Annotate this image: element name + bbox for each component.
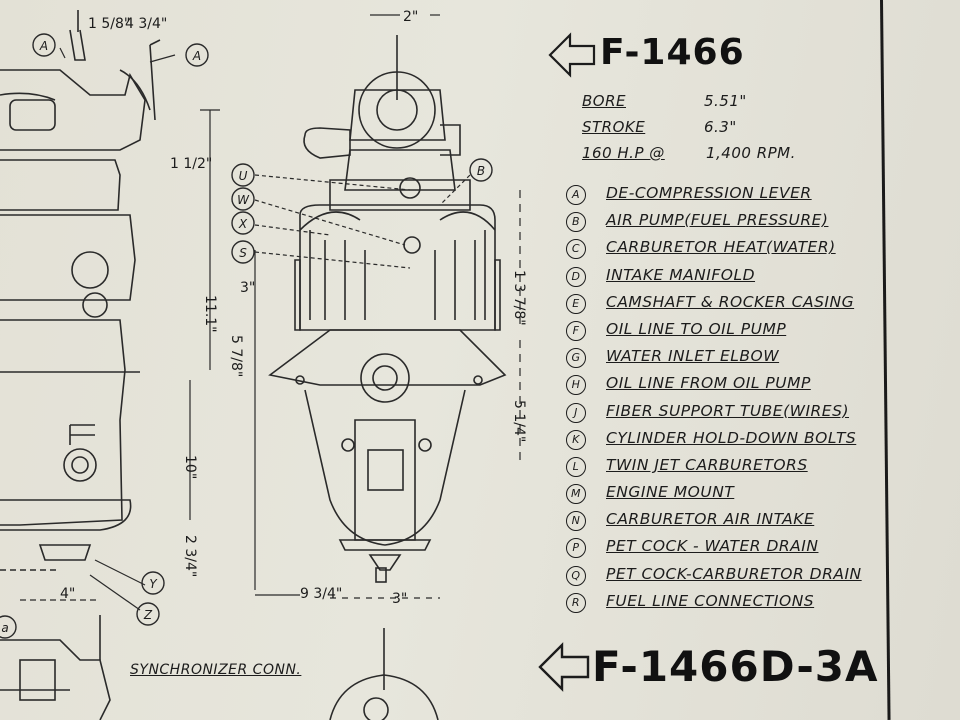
legend-letter-badge: R [566, 592, 586, 613]
callout-u: U [239, 169, 248, 183]
legend-item: B AIR PUMP(FUEL PRESSURE) [566, 210, 886, 237]
legend-text: OIL LINE FROM OIL PUMP [606, 374, 811, 393]
parts-legend: A DE-COMPRESSION LEVER B AIR PUMP(FUEL PRES… [566, 183, 886, 618]
dim-right-upper: 1 3 7/8" [511, 270, 527, 326]
legend-letter-badge: A [566, 185, 586, 205]
callout-b: B [477, 164, 485, 178]
dim-top-width: 2" [403, 9, 418, 25]
arrow-left-icon [538, 642, 590, 692]
legend-item: L TWIN JET CARBURETORS [566, 455, 886, 482]
legend-item: G WATER INLET ELBOW [566, 346, 886, 373]
dim-mid-3: 3" [240, 280, 255, 296]
callout-s: S [239, 246, 247, 260]
legend-text: WATER INLET ELBOW [606, 347, 780, 366]
dim-height-lower: 10" [182, 455, 198, 479]
callout-circles [0, 33, 493, 639]
legend-letter-badge: H [566, 375, 586, 396]
legend-item: M ENGINE MOUNT [566, 482, 886, 509]
legend-item: J FIBER SUPPORT TUBE(WIRES) [566, 401, 886, 428]
callout-w: W [237, 193, 250, 207]
legend-text: PET COCK - WATER DRAIN [606, 537, 819, 556]
legend-text: FUEL LINE CONNECTIONS [606, 591, 815, 610]
legend-item: H OIL LINE FROM OIL PUMP [566, 373, 886, 400]
drawing-number-bottom: F-1466D-3A [592, 642, 879, 691]
legend-item: N CARBURETOR AIR INTAKE [566, 509, 886, 536]
synchronizer-label: SYNCHRONIZER CONN. [130, 662, 302, 678]
spec-value: 1,400 RPM. [706, 144, 796, 162]
legend-letter-badge: L [566, 456, 586, 477]
legend-item: K CYLINDER HOLD-DOWN BOLTS [566, 428, 886, 455]
spec-label: BORE [582, 92, 626, 110]
spec-row-power: 160 H.P @ 1,400 RPM. [582, 144, 832, 170]
legend-text: CYLINDER HOLD-DOWN BOLTS [606, 428, 857, 447]
spec-table: BORE 5.51" STROKE 6.3" 160 H.P @ 1,400 R… [582, 92, 832, 170]
legend-letter-badge: P [566, 538, 586, 559]
spec-label: STROKE [582, 118, 646, 136]
legend-text: FIBER SUPPORT TUBE(WIRES) [606, 401, 849, 420]
legend-letter-badge: N [566, 511, 586, 532]
dim-left-c: 1 1/2" [170, 156, 212, 172]
spec-value: 5.51" [704, 92, 747, 110]
legend-text: CARBURETOR AIR INTAKE [606, 510, 815, 529]
dim-left-b: 4 3/4" [125, 16, 167, 32]
spec-label: 160 H.P @ [582, 144, 665, 162]
legend-letter-badge: M [566, 484, 586, 505]
legend-item: R FUEL LINE CONNECTIONS [566, 591, 886, 618]
dim-left-a: 1 5/8" [88, 16, 130, 32]
legend-text: CARBURETOR HEAT(WATER) [606, 238, 836, 257]
callout-a-right: A [192, 49, 201, 63]
dim-bottom-3: 3" [392, 591, 407, 607]
legend-letter-badge: B [566, 212, 586, 233]
legend-text: TWIN JET CARBURETORS [606, 455, 808, 474]
legend-item: D INTAKE MANIFOLD [566, 265, 886, 292]
legend-item: Q PET COCK-CARBURETOR DRAIN [566, 564, 886, 591]
dim-mid-5-7-8: 5 7/8" [228, 335, 244, 377]
legend-letter-badge: D [566, 266, 586, 287]
legend-letter-badge: G [566, 348, 586, 369]
legend-text: DE-COMPRESSION LEVER [606, 184, 812, 202]
dim-height-total: 11.1" [202, 295, 218, 333]
dim-left-bottom: 4" [60, 586, 75, 602]
legend-letter-badge: Q [566, 565, 586, 586]
side-view-engine [0, 10, 161, 720]
legend-item: F OIL LINE TO OIL PUMP [566, 319, 886, 346]
callout-x: X [238, 217, 248, 231]
legend-letter-badge: F [566, 320, 586, 341]
legend-text: OIL LINE TO OIL PUMP [606, 319, 787, 338]
dim-base: 2 3/4" [182, 535, 198, 577]
legend-text: AIR PUMP(FUEL PRESSURE) [606, 211, 829, 230]
spec-value: 6.3" [704, 118, 737, 136]
callout-lower-a: a [1, 621, 8, 635]
legend-letter-badge: K [566, 429, 586, 450]
legend-item: C CARBURETOR HEAT(WATER) [566, 237, 886, 264]
legend-letter-badge: J [566, 402, 586, 423]
legend-text: INTAKE MANIFOLD [606, 265, 756, 284]
callout-a-left: A [39, 39, 48, 53]
dimension-lines [20, 14, 521, 611]
legend-item: A DE-COMPRESSION LEVER [566, 183, 886, 210]
legend-text: ENGINE MOUNT [606, 483, 735, 502]
front-view-engine [268, 35, 507, 720]
dim-bottom-width: 9 3/4" [300, 586, 342, 602]
spec-row-bore: BORE 5.51" [582, 92, 832, 118]
dim-right-lower: 5 1/4" [511, 400, 527, 442]
legend-letter-badge: E [566, 293, 586, 314]
legend-letter-badge: C [566, 239, 586, 260]
legend-item: P PET COCK - WATER DRAIN [566, 536, 886, 563]
callout-z: Z [143, 608, 153, 622]
callout-y: Y [149, 577, 158, 591]
legend-text: PET COCK-CARBURETOR DRAIN [606, 564, 862, 583]
legend-text: CAMSHAFT & ROCKER CASING [606, 292, 855, 311]
spec-row-stroke: STROKE 6.3" [582, 118, 832, 144]
legend-item: E CAMSHAFT & ROCKER CASING [566, 292, 886, 319]
arrow-left-icon [548, 32, 596, 78]
drawing-number-top: F-1466 [600, 32, 745, 73]
